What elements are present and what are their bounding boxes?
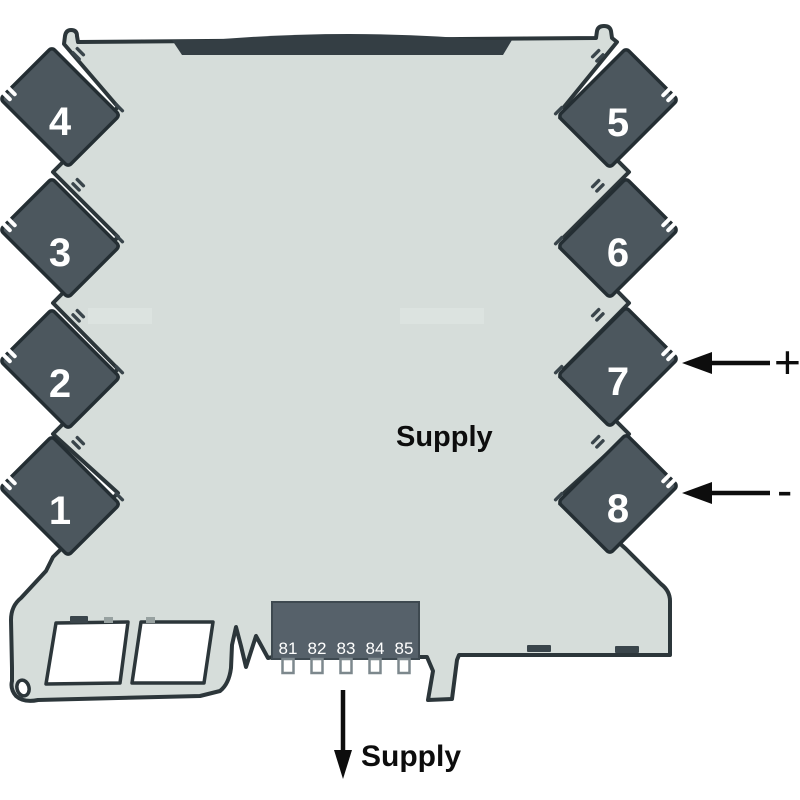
terminal-3: 3 [0, 178, 120, 298]
screw-mark [71, 435, 86, 450]
foot-hook-pocket [15, 678, 31, 698]
terminal-body [0, 309, 120, 429]
supply-bottom-label: Supply [361, 740, 461, 773]
supply-pin-label: 83 [337, 639, 356, 658]
terminal-4: 4 [0, 47, 120, 167]
terminal-body [0, 436, 120, 556]
terminal-1-label: 1 [49, 489, 71, 533]
terminal-body [558, 434, 678, 554]
terminal-body [558, 307, 678, 427]
terminal-screw-ridges [0, 347, 17, 364]
bottom-edge-dash [527, 645, 551, 652]
housing-moulding-mark [400, 308, 484, 324]
plus-arrow-icon [682, 352, 770, 374]
bottom-edge-dash [615, 646, 639, 653]
supply-pin-label: 82 [308, 639, 327, 658]
terminal-6: 6 [558, 178, 678, 298]
terminal-3-label: 3 [49, 231, 71, 275]
screw-mark [71, 46, 86, 61]
supply-pin-label: 81 [279, 639, 298, 658]
supply-pin [368, 657, 382, 675]
terminal-body [0, 47, 120, 167]
terminal-2-label: 2 [49, 362, 71, 406]
terminal-6-label: 6 [607, 231, 629, 275]
supply-block-body [271, 601, 420, 660]
foot-window [130, 620, 215, 685]
supply-pin-label: 84 [366, 639, 385, 658]
terminal-screw-ridges [0, 85, 17, 102]
supply-pin-label: 85 [395, 639, 414, 658]
foot-window-nub [104, 617, 113, 623]
screw-mark [590, 178, 605, 193]
terminal-8: 8 [558, 434, 678, 554]
terminal-screw-ridges [661, 216, 678, 233]
screw-mark [590, 434, 605, 449]
supply-terminal-block: 81 82 83 84 85 [271, 601, 420, 675]
din-rail-foot [15, 616, 215, 698]
terminal-5: 5 [558, 48, 678, 168]
terminal-7: 7 [558, 307, 678, 427]
terminal-8-label: 8 [607, 487, 629, 531]
terminal-5-label: 5 [607, 101, 629, 145]
screw-mark [590, 48, 605, 63]
screw-mark [71, 177, 86, 192]
top-label-bar-dome [200, 34, 500, 41]
supply-pin [310, 657, 324, 675]
terminal-1: 1 [0, 436, 120, 556]
foot-window-nub [146, 617, 155, 623]
terminal-screw-ridges [0, 216, 17, 233]
minus-label: - [777, 464, 792, 516]
supply-center-label: Supply [396, 421, 493, 453]
terminal-body [0, 178, 120, 298]
supply-pin [397, 657, 411, 675]
minus-arrow-icon [682, 482, 770, 504]
supply-down-arrow-icon [334, 690, 352, 779]
terminal-2: 2 [0, 309, 120, 429]
plus-label: + [774, 336, 800, 388]
terminal-screw-ridges [661, 472, 678, 489]
housing-moulding-mark [88, 308, 152, 324]
terminal-7-label: 7 [607, 360, 629, 404]
terminal-screw-ridges [0, 474, 17, 491]
screw-mark [71, 308, 86, 323]
screw-mark [590, 307, 605, 322]
terminal-4-label: 4 [49, 100, 72, 144]
supply-pin [339, 657, 353, 675]
foot-window [44, 620, 130, 686]
supply-pin [281, 657, 295, 675]
top-label-bar [172, 40, 512, 55]
terminal-screw-ridges [661, 345, 678, 362]
foot-dash-mark [70, 616, 88, 623]
terminal-body [558, 48, 678, 168]
terminal-screw-ridges [661, 86, 678, 103]
terminal-body [558, 178, 678, 298]
